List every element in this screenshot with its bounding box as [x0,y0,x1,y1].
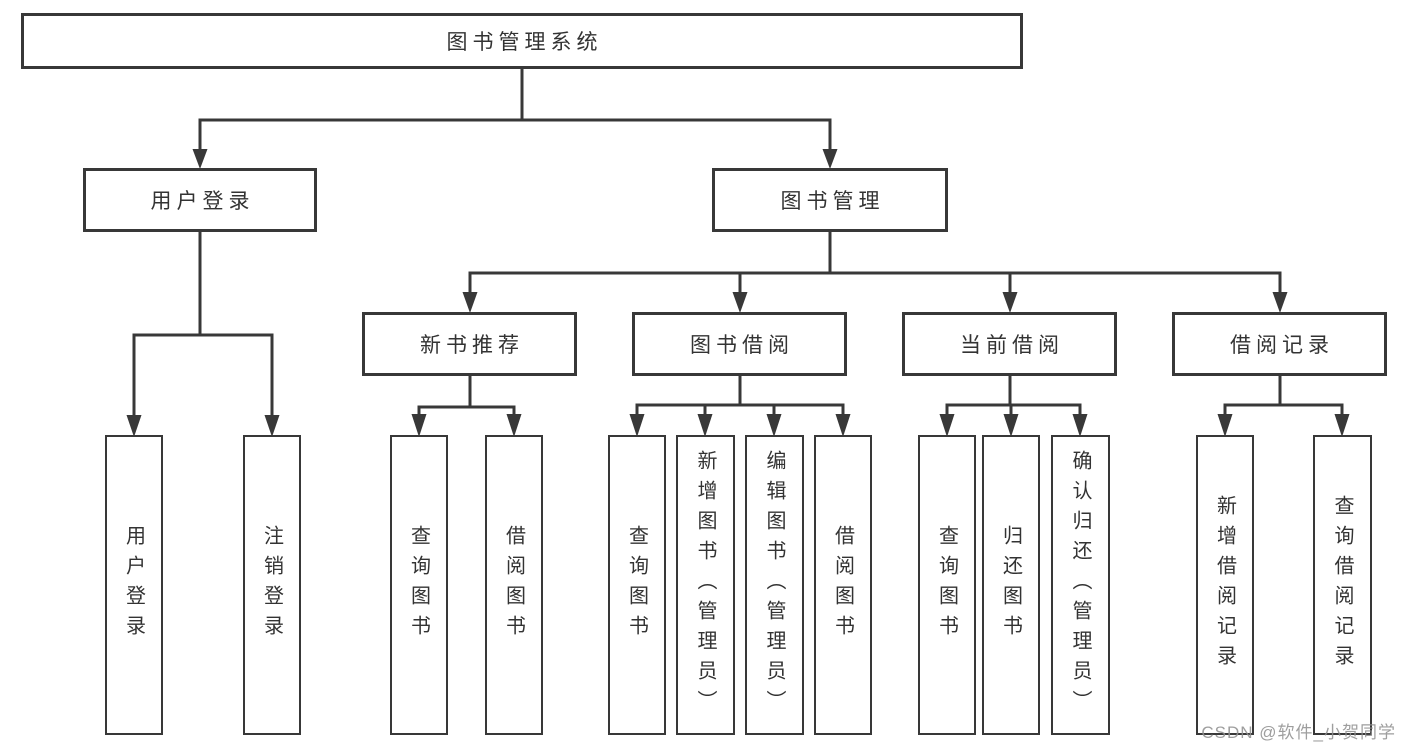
node-current-borrowing: 当前借阅 [902,312,1117,376]
leaf-borrowing-borrow-books: 借阅图书 [814,435,872,735]
leaf-recommend-borrow-books: 借阅图书 [485,435,543,735]
watermark: CSDN @软件_小贺同学 [1201,723,1396,742]
node-book-borrowing: 图书借阅 [632,312,847,376]
node-new-book-recommend: 新书推荐 [362,312,577,376]
leaf-records-add-record: 新增借阅记录 [1196,435,1254,735]
leaf-records-query-record: 查询借阅记录 [1313,435,1372,735]
leaf-borrowing-edit-books-admin: 编辑图书（管理员） [745,435,804,735]
connector-new-book-recommend-children [411,376,522,437]
connector-borrowing-records-children [1217,376,1350,437]
leaf-recommend-query-books: 查询图书 [390,435,448,735]
leaf-current-query-books: 查询图书 [918,435,976,735]
node-borrowing-records: 借阅记录 [1172,312,1387,376]
leaf-user-login: 用户登录 [105,435,163,735]
leaf-current-confirm-return-admin: 确认归还（管理员） [1051,435,1110,735]
node-root-system: 图书管理系统 [21,13,1023,69]
node-user-login: 用户登录 [83,168,317,232]
leaf-logout: 注销登录 [243,435,301,735]
connector-book-borrowing-children [629,376,851,437]
node-book-management: 图书管理 [712,168,948,232]
connector-user-login-children [126,232,280,437]
leaf-borrowing-query-books: 查询图书 [608,435,666,735]
leaf-borrowing-add-books-admin: 新增图书（管理员） [676,435,735,735]
connector-current-borrowing-children [939,376,1088,437]
leaf-current-return-books: 归还图书 [982,435,1040,735]
connector-book-management-children [462,232,1288,313]
connector-root-to-level2 [192,69,838,169]
